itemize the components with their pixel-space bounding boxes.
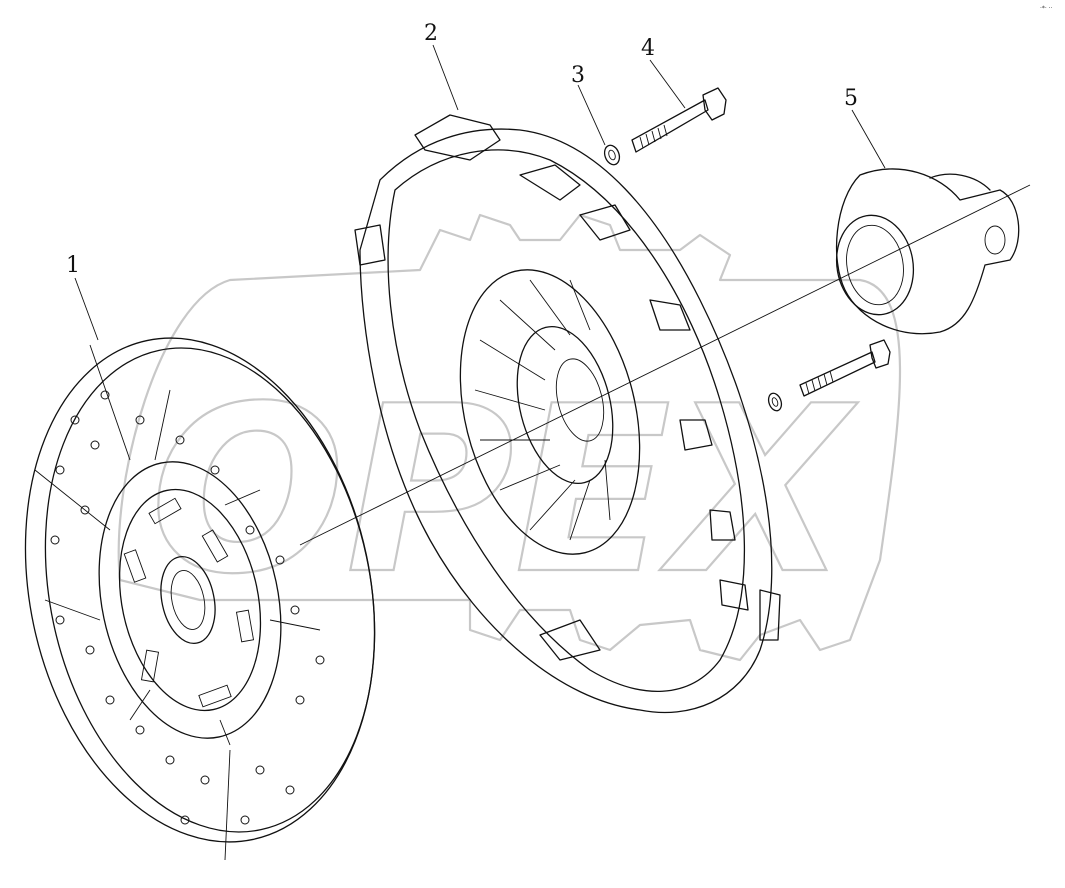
pressure-plate-rim (387, 149, 746, 693)
bolt-lower (799, 339, 891, 397)
release-bearing-bore (846, 224, 904, 306)
watermark: OPEX (117, 213, 902, 662)
diaphragm-spring-inner (516, 325, 614, 485)
clutch-disc-rim (44, 347, 376, 833)
washer-lower (767, 392, 783, 412)
clutch-disc-hub-bore (170, 570, 206, 630)
clutch-disc-hub-plate (98, 461, 282, 739)
bolt-upper (631, 87, 727, 153)
clutch-disc-damper-springs (123, 497, 255, 708)
bolt-lower-thread (805, 370, 834, 395)
diaphragm-spring-fingers (474, 279, 611, 541)
pressure-plate-center-opening (459, 269, 641, 555)
bolt (631, 87, 891, 397)
corner-mark: ·*· ·· (1040, 5, 1053, 12)
bolt-upper-thread (639, 124, 668, 149)
clutch-disc-damper-ring (118, 488, 262, 712)
pressure-plate-outer-edge (359, 128, 773, 714)
lock-washer (603, 144, 783, 412)
release-bearing-sleeve (929, 173, 991, 191)
release-bearing (835, 168, 1020, 335)
release-bearing-body (836, 168, 1020, 335)
washer-upper (603, 144, 621, 166)
diaphragm-spring-hub (555, 358, 605, 442)
clutch-disc-splined-hub (160, 555, 216, 645)
clutch-disc-segment-lines (34, 344, 321, 861)
callout-4: 4 (641, 36, 655, 61)
release-bearing-fork-pin (984, 225, 1006, 255)
callouts: 1 2 3 4 5 (66, 21, 858, 278)
callout-2: 2 (424, 21, 438, 46)
clutch-disc-rivet-holes (50, 390, 325, 825)
callout-5: 5 (844, 86, 858, 111)
pressure-plate-tabs (354, 114, 781, 661)
callout-1: 1 (66, 253, 80, 278)
pressure-plate-cover (354, 114, 781, 714)
leader-lines (74, 44, 886, 341)
watermark-gear-outline (117, 213, 902, 662)
callout-3: 3 (571, 63, 585, 88)
clutch-disc (24, 337, 376, 861)
release-bearing-ring (835, 214, 915, 316)
